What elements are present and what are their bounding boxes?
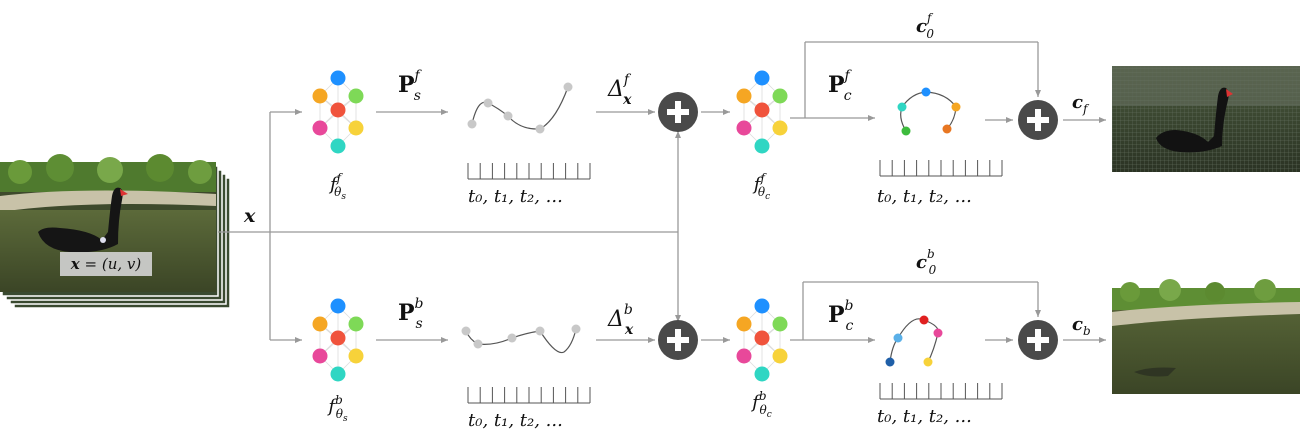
network-node: [772, 120, 788, 136]
backward-color-output-label: cb: [1072, 314, 1091, 338]
backward-sample-timeline-label: t₀, t₁, t₂, ...: [468, 410, 563, 431]
network-node: [312, 120, 328, 136]
network-node: [348, 316, 364, 332]
curve-point: [535, 326, 545, 336]
backward-output-image: [1112, 279, 1300, 394]
input-image: [0, 154, 216, 292]
forward-color-network-icon: [736, 70, 788, 154]
curve-point: [885, 357, 895, 367]
forward-color-plus-icon: [1018, 100, 1058, 140]
x-label: x: [243, 205, 256, 227]
network-node: [754, 366, 770, 382]
backward-delta-plus-icon: [658, 320, 698, 360]
network-node: [330, 298, 346, 314]
curve-point: [901, 126, 911, 136]
curve-point: [507, 333, 517, 343]
network-node: [736, 88, 752, 104]
network-node: [330, 330, 346, 346]
curve-point: [923, 357, 933, 367]
forward-color-curve: [897, 87, 961, 136]
forward-sampler-network-icon: [312, 70, 364, 154]
forward-sample-timeline: [467, 163, 591, 180]
curve-point: [921, 87, 931, 97]
curve-point: [563, 82, 573, 92]
network-node: [754, 70, 770, 86]
curve-point: [483, 98, 493, 108]
curve-point: [951, 102, 961, 112]
curve-point: [467, 119, 477, 129]
forward-color-timeline: [879, 160, 1003, 177]
network-node: [754, 330, 770, 346]
forward-color-output-label: cf: [1072, 92, 1090, 116]
network-node: [772, 88, 788, 104]
network-node: [736, 316, 752, 332]
network-node: [348, 88, 364, 104]
network-node: [330, 138, 346, 154]
backward-color-curve: [885, 315, 943, 367]
network-node: [330, 102, 346, 118]
forward-output-image: [1112, 66, 1300, 172]
network-node: [736, 348, 752, 364]
coordinate-label: x = (u, v): [70, 255, 142, 273]
network-node: [312, 316, 328, 332]
curve-point: [503, 111, 513, 121]
curve-point: [942, 124, 952, 134]
coordinate-label-box: [60, 252, 152, 276]
network-node: [348, 120, 364, 136]
curve-point: [461, 326, 471, 336]
network-node: [754, 298, 770, 314]
forward-sample-curve: [467, 82, 573, 134]
backward-sample-curve: [461, 324, 581, 354]
curve-point: [893, 333, 903, 343]
input-frame-stack: x = (u, v): [0, 154, 231, 309]
network-node: [330, 70, 346, 86]
curve-point: [897, 102, 907, 112]
curve-point: [919, 315, 929, 325]
network-node: [312, 348, 328, 364]
network-node: [348, 348, 364, 364]
connectors: [218, 41, 1106, 343]
forward-sample-timeline-label: t₀, t₁, t₂, ...: [468, 186, 563, 207]
curve-point: [535, 124, 545, 134]
backward-color-plus-icon: [1018, 320, 1058, 360]
curve-point: [473, 339, 483, 349]
forward-delta-plus-icon: [658, 92, 698, 132]
network-node: [330, 366, 346, 382]
network-node: [754, 138, 770, 154]
network-node: [754, 102, 770, 118]
curve-point: [933, 328, 943, 338]
backward-color-network-icon: [736, 298, 788, 382]
network-node: [772, 348, 788, 364]
backward-sampler-network-icon: [312, 298, 364, 382]
curve-point: [571, 324, 581, 334]
network-node: [312, 88, 328, 104]
backward-color-timeline-label: t₀, t₁, t₂, ...: [877, 406, 972, 427]
forward-color-timeline-label: t₀, t₁, t₂, ...: [877, 186, 972, 207]
backward-color-timeline: [879, 383, 1003, 400]
network-node: [736, 120, 752, 136]
backward-sample-timeline: [467, 387, 591, 404]
network-node: [772, 316, 788, 332]
